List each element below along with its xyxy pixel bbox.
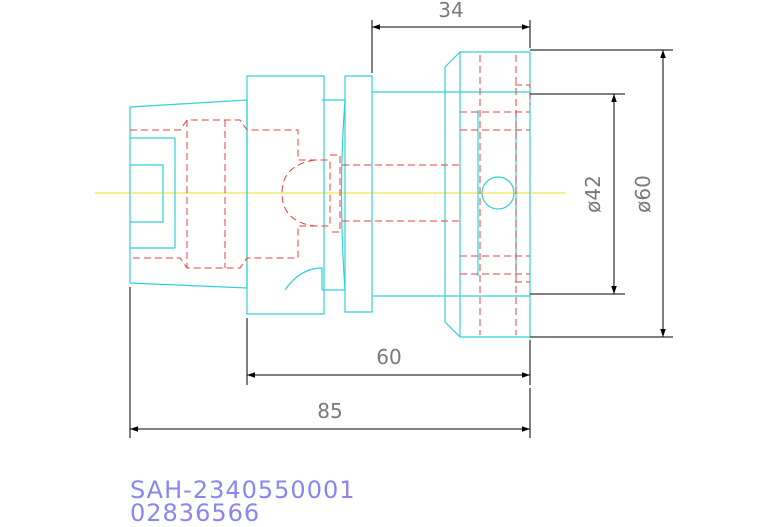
dimension-34: 34 [438,0,463,22]
hidden-lines [130,55,531,335]
dimension-diameter-42: ø42 [581,175,605,213]
dimension-60: 60 [376,345,401,369]
part-number: SAH-2340550001 [130,476,356,504]
dimension-diameter-60: ø60 [631,175,655,213]
dimension-lines [129,20,673,438]
dimension-85: 85 [317,399,342,423]
order-number: 02836566 [130,499,261,527]
part-outline [129,51,531,338]
